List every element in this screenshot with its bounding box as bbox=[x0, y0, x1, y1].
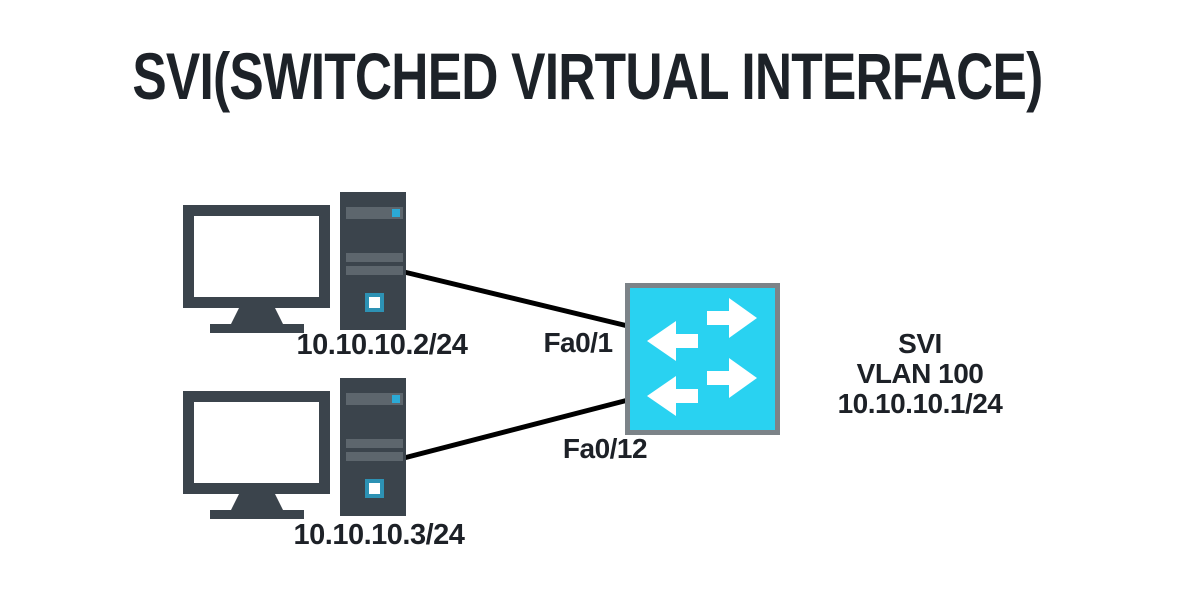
port-label-fa0-12: Fa0/12 bbox=[562, 433, 648, 464]
desktop-computer-icon bbox=[183, 378, 406, 519]
svi-ip-label: 10.10.10.1/24 bbox=[837, 388, 1003, 419]
diagram-title: SVI(SWITCHED VIRTUAL INTERFACE) bbox=[0, 38, 1174, 114]
switch-node bbox=[625, 283, 780, 435]
tower bbox=[340, 378, 406, 516]
host1-ip-label: 10.10.10.2/24 bbox=[296, 329, 468, 361]
vlan-label: VLAN 100 bbox=[856, 358, 984, 389]
arrow-right-bottom-icon bbox=[707, 358, 757, 398]
host2-ip-label: 10.10.10.3/24 bbox=[293, 519, 465, 551]
port-label-fa0-1: Fa0/1 bbox=[543, 327, 613, 358]
host1-node bbox=[183, 192, 407, 335]
diagram-title-text: SVI(SWITCHED VIRTUAL INTERFACE) bbox=[131, 39, 1043, 113]
svi-info: SVI VLAN 100 10.10.10.1/24 bbox=[795, 329, 1045, 419]
arrow-left-bottom-icon bbox=[647, 376, 698, 416]
arrow-left-middle-icon bbox=[647, 321, 698, 361]
tower bbox=[340, 192, 406, 330]
monitor bbox=[183, 391, 330, 519]
switch-arrows bbox=[647, 298, 757, 416]
link-line-host2-switch bbox=[399, 396, 633, 462]
switch-icon bbox=[625, 283, 780, 435]
desktop-computer-icon bbox=[183, 192, 406, 333]
link-line-host1-switch bbox=[399, 268, 633, 330]
svi-label: SVI bbox=[898, 328, 942, 359]
monitor bbox=[183, 205, 330, 333]
host2-node bbox=[183, 378, 407, 521]
arrow-right-top-icon bbox=[707, 298, 757, 338]
